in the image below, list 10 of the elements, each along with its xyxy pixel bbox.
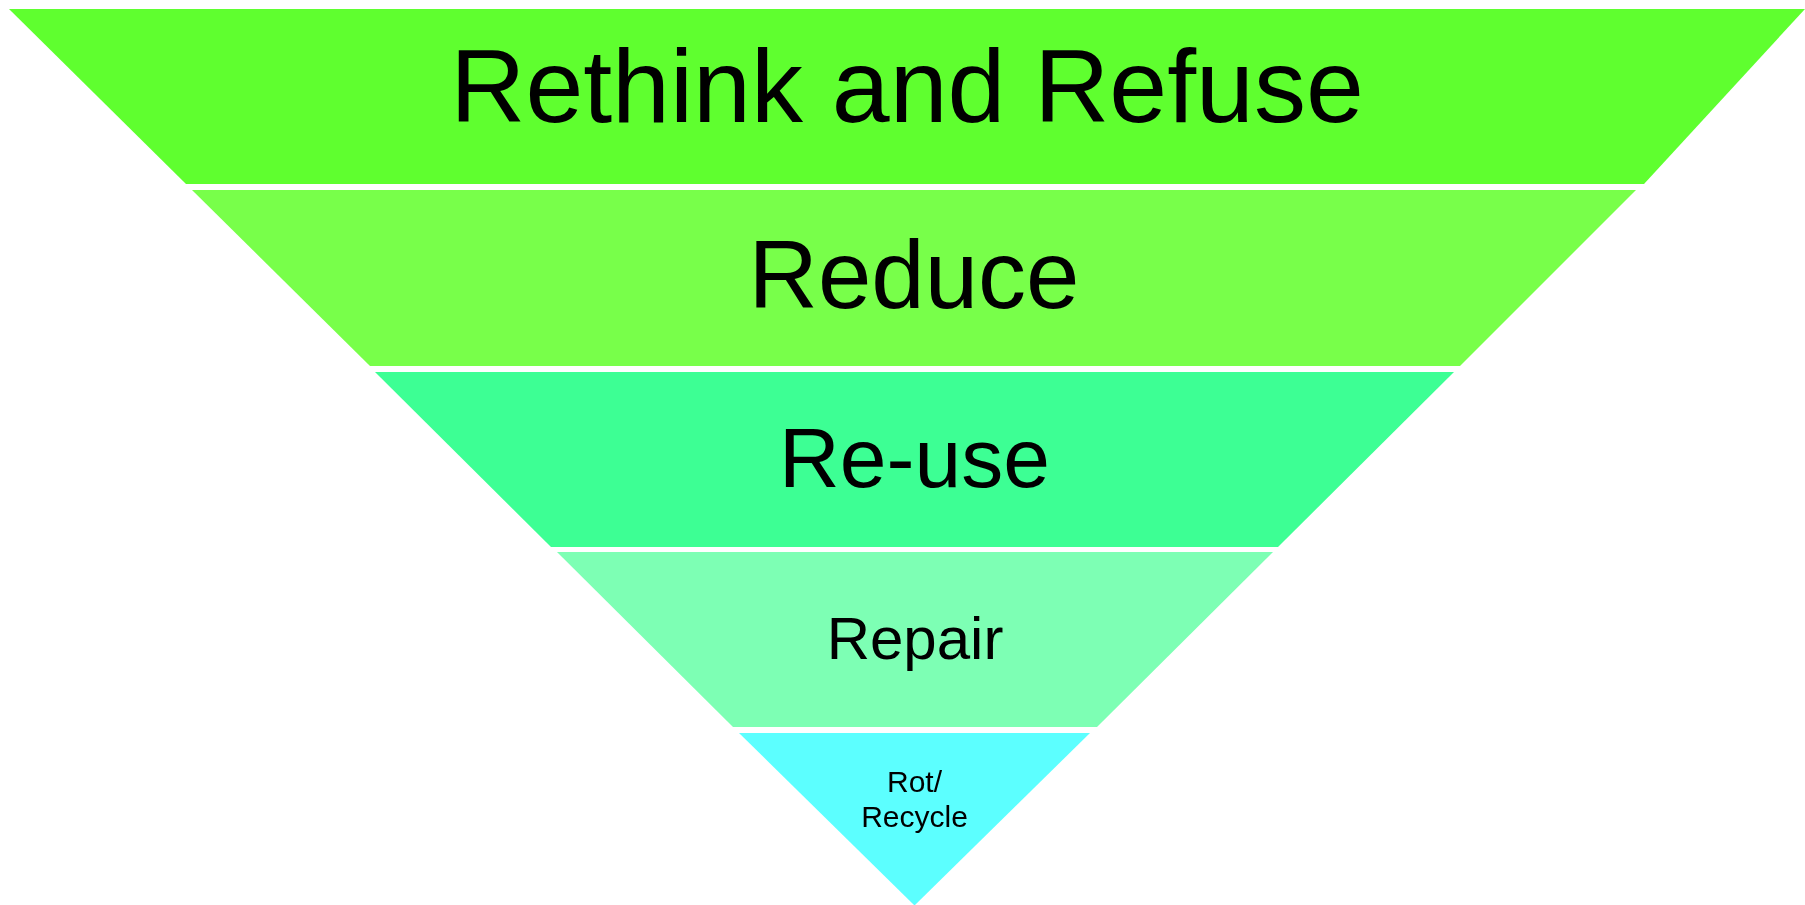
pyramid-tier xyxy=(9,9,1805,184)
tier-label: Rot/ Recycle xyxy=(860,765,969,834)
pyramid-tier xyxy=(557,552,1273,727)
pyramid-tier xyxy=(739,733,1090,905)
tier-label: Rethink and Refuse xyxy=(450,27,1364,146)
tier-label: Repair xyxy=(826,604,1004,673)
pyramid-tier xyxy=(192,190,1636,366)
tier-label: Re-use xyxy=(779,410,1050,507)
pyramid-tier xyxy=(375,372,1454,547)
tier-label: Reduce xyxy=(748,220,1080,330)
